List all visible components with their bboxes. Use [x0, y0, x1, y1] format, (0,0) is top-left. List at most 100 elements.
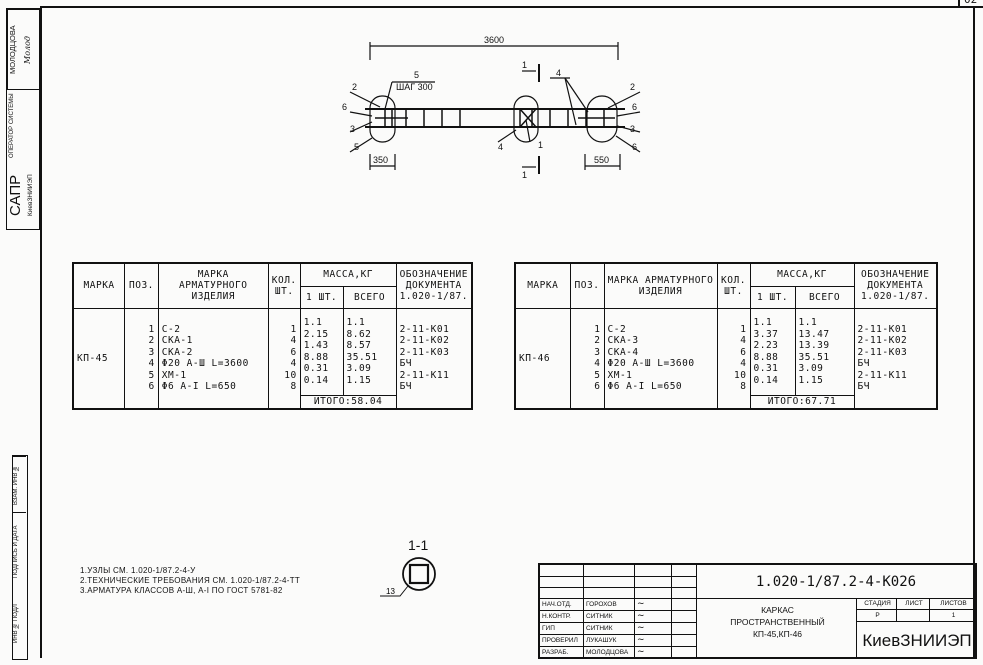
note-1: 1.УЗЛЫ СМ. 1.020-1/87.2-4-У	[80, 566, 196, 575]
header-mark: МАРКА	[72, 262, 126, 309]
title-line: КП-45,КП-46	[752, 629, 803, 639]
side-fields: ВЗАМ. ИНВ № ПОДПИСЬ И ДАТА ИНВ № ПОДЛ	[12, 455, 28, 660]
sheets-label: ЛИСТОВ	[930, 599, 975, 610]
detail-ellipse-left	[369, 95, 396, 143]
side-field-orig-inv: ИНВ № ПОДЛ	[13, 604, 19, 644]
callout: 6	[632, 142, 637, 152]
signer-role: НАЧ.ОТД.	[540, 599, 584, 611]
detail-ellipse-right	[586, 95, 618, 143]
side-field-replace-inv: ВЗАМ. ИНВ №	[13, 456, 26, 513]
sheets-value: 1	[930, 610, 975, 622]
dimension-left-label: 350	[373, 155, 388, 165]
signer-name: ЛУКАШУК	[584, 635, 635, 647]
header-pos: ПОЗ.	[124, 262, 159, 309]
dimension-total-label: 3600	[484, 35, 504, 45]
signature-icon: ~	[635, 623, 672, 635]
signer-name: СИТНИК	[584, 611, 635, 623]
section-mark-top: 1	[522, 60, 527, 70]
reinforcement-cage-drawing: 3600 350 550 ШАГ 300 1 1 2 6 3 5 5 4 1 4…	[342, 35, 641, 180]
section-title: 1-1	[408, 537, 429, 553]
side-stamp-operator: ОПЕРАТОР СИСТЕМЫ	[7, 89, 39, 162]
header-mark: МАРКА	[514, 262, 571, 309]
step-label: ШАГ 300	[396, 82, 433, 92]
callout: 3	[350, 124, 355, 134]
header-qty: КОЛ. ШТ.	[716, 262, 751, 309]
callout: 1	[538, 140, 543, 150]
section-callout: 13	[386, 587, 395, 596]
spec-table-kp45: МАРКА ПОЗ. МАРКА АРМАТУРНОГО ИЗДЕЛИЯ КОЛ…	[72, 262, 473, 410]
header-item-mark: МАРКА АРМАТУРНОГО ИЗДЕЛИЯ	[603, 262, 718, 309]
signer-name: МОЛОДЦОВА	[584, 647, 635, 659]
callout: 4	[556, 68, 561, 78]
signer-role: ГИП	[540, 623, 584, 635]
header-qty: КОЛ. ШТ.	[267, 262, 301, 309]
section-detail: 13	[380, 557, 436, 597]
callout: 5	[414, 70, 419, 80]
side-stamp-org: КиевЗНИИЭП	[27, 174, 34, 216]
callout: 2	[630, 82, 635, 92]
header-pos: ПОЗ.	[569, 262, 605, 309]
signer-role: Н.КОНТР.	[540, 611, 584, 623]
signature-icon: ~	[635, 599, 672, 611]
row-mark: КП-46	[514, 307, 571, 410]
callout: 3	[630, 124, 635, 134]
header-mass-one: 1 ШТ.	[299, 285, 344, 309]
callout: 4	[498, 142, 503, 152]
side-stamp-signature: Молод	[23, 9, 39, 90]
signer-name: СИТНИК	[584, 623, 635, 635]
signature-icon: ~	[635, 647, 672, 659]
header-mass: МАССА,КГ	[299, 262, 397, 287]
callout: 2	[352, 82, 357, 92]
side-stamp-sapr: САПР	[7, 174, 24, 216]
section-mark-bottom: 1	[522, 170, 527, 180]
signature-icon: ~	[635, 635, 672, 647]
title-block: НАЧ.ОТД. ГОРОХОВ ~ Н.КОНТР. СИТНИК ~ ГИП…	[538, 563, 977, 659]
callout: 6	[632, 102, 637, 112]
note-2: 2.ТЕХНИЧЕСКИЕ ТРЕБОВАНИЯ СМ. 1.020-1/87.…	[80, 576, 301, 585]
document-code: 1.020-1/87.2-4-К026	[697, 565, 975, 599]
header-mass: МАССА,КГ	[749, 262, 855, 287]
total-mass: ИТОГО:58.04	[299, 394, 397, 410]
dimension-right-label: 550	[594, 155, 609, 165]
header-mass-total: ВСЕГО	[794, 285, 855, 309]
signer-role: РАЗРАБ.	[540, 647, 584, 659]
drawing-frame	[40, 6, 975, 658]
note-3: 3.АРМАТУРА КЛАССОВ А-Ш, А-I ПО ГОСТ 5781…	[80, 586, 283, 595]
row-mark: КП-45	[72, 307, 126, 410]
side-field-signature-date: ПОДПИСЬ И ДАТА	[13, 512, 26, 591]
sheet-number: 02	[958, 0, 983, 8]
sheet-value	[897, 610, 930, 622]
organization-name: КиевЗНИИЭП	[862, 631, 972, 650]
side-stamp-surname: МОЛОДЦОВА	[7, 9, 24, 90]
side-stamp: МОЛОДЦОВА Молод ОПЕРАТОР СИСТЕМЫ САПР Ки…	[6, 8, 40, 230]
total-mass: ИТОГО:67.71	[749, 394, 855, 410]
title-line: ПРОСТРАНСТВЕННЫЙ	[730, 617, 825, 627]
notes: 1.УЗЛЫ СМ. 1.020-1/87.2-4-У 2.ТЕХНИЧЕСКИ…	[80, 566, 300, 596]
header-mass-total: ВСЕГО	[342, 285, 397, 309]
sheet-label: ЛИСТ	[897, 599, 930, 610]
header-mass-one: 1 ШТ.	[749, 285, 796, 309]
header-item-mark: МАРКА АРМАТУРНОГО ИЗДЕЛИЯ	[157, 262, 269, 309]
stage-value: Р	[857, 610, 897, 622]
drawing-title: КАРКАС ПРОСТРАНСТВЕННЫЙ КП-45,КП-46	[697, 599, 857, 659]
header-doc: ОБОЗНАЧЕНИЕ ДОКУМЕНТА 1.020-1/87.	[395, 262, 473, 309]
signer-role: ПРОВЕРИЛ	[540, 635, 584, 647]
signature-icon: ~	[635, 611, 672, 623]
title-line: КАРКАС	[761, 605, 794, 615]
header-doc: ОБОЗНАЧЕНИЕ ДОКУМЕНТА 1.020-1/87.	[853, 262, 938, 309]
detail-ellipse-middle	[513, 95, 539, 143]
signer-name: ГОРОХОВ	[584, 599, 635, 611]
stage-label: СТАДИЯ	[857, 599, 897, 610]
spec-table-kp46: МАРКА ПОЗ. МАРКА АРМАТУРНОГО ИЗДЕЛИЯ КОЛ…	[514, 262, 938, 410]
